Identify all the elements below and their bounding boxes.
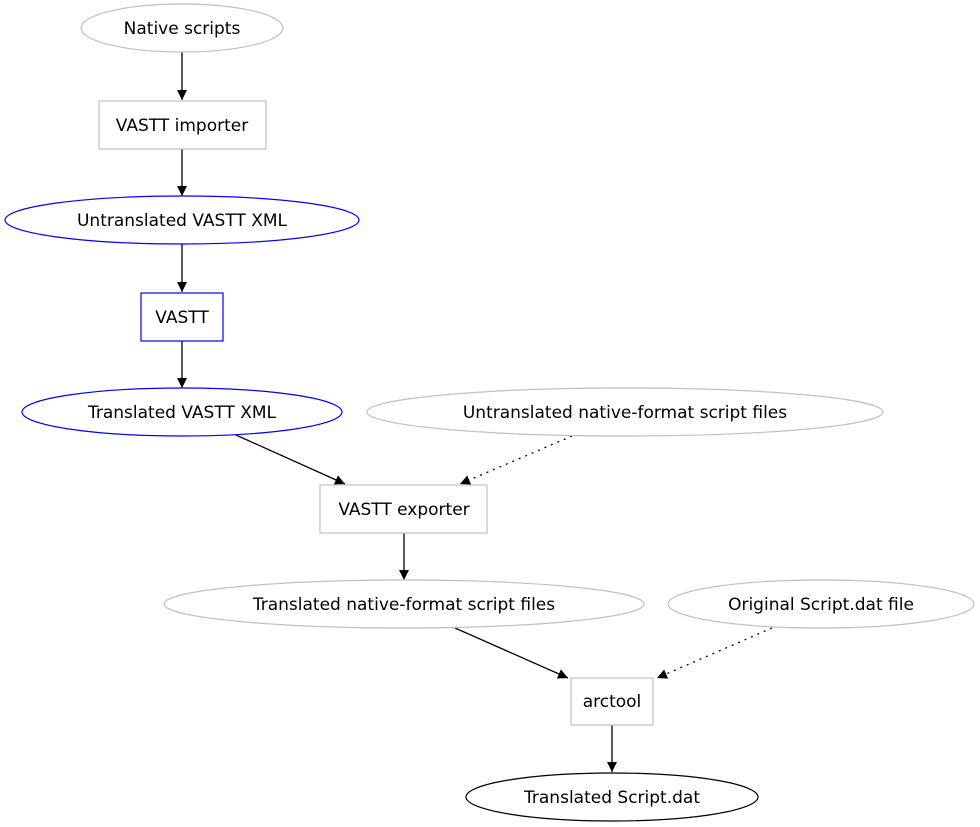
node-shape bbox=[319, 484, 488, 534]
node-translated-native-files: Translated native-format script files bbox=[163, 579, 645, 629]
edge-translated-native-to-arctool bbox=[454, 627, 569, 679]
node-label: VASTT bbox=[155, 308, 209, 328]
edge-original-dat-to-arctool bbox=[656, 627, 773, 679]
node-vastt: VASTT bbox=[140, 292, 224, 342]
node-shape bbox=[80, 3, 284, 53]
node-shape bbox=[465, 772, 759, 822]
node-label: Translated Script.dat bbox=[523, 788, 700, 808]
node-label: arctool bbox=[583, 692, 642, 712]
node-untranslated-native-files: Untranslated native-format script files bbox=[366, 387, 884, 437]
node-label: VASTT importer bbox=[116, 116, 248, 136]
node-shape bbox=[21, 387, 343, 437]
edge-translated-xml-to-exporter bbox=[235, 434, 346, 485]
node-shape bbox=[163, 579, 645, 629]
edge-untranslated-native-to-exporter bbox=[459, 435, 573, 485]
node-label: VASTT exporter bbox=[338, 500, 469, 520]
node-shape bbox=[667, 579, 975, 629]
node-vastt-exporter: VASTT exporter bbox=[319, 484, 488, 534]
node-label: Original Script.dat file bbox=[728, 595, 914, 615]
node-untranslated-vastt-xml: Untranslated VASTT XML bbox=[4, 195, 360, 245]
node-native-scripts: Native scripts bbox=[80, 3, 284, 53]
node-shape bbox=[4, 195, 360, 245]
node-label: Untranslated VASTT XML bbox=[77, 211, 288, 231]
node-shape bbox=[98, 100, 267, 150]
node-arctool: arctool bbox=[570, 677, 654, 726]
edges bbox=[177, 52, 773, 772]
node-translated-vastt-xml: Translated VASTT XML bbox=[21, 387, 343, 437]
node-label: Translated VASTT XML bbox=[87, 403, 277, 423]
node-shape bbox=[570, 677, 654, 726]
node-original-script-dat: Original Script.dat file bbox=[667, 579, 975, 629]
node-label: Untranslated native-format script files bbox=[463, 403, 787, 423]
node-label: Native scripts bbox=[124, 19, 241, 39]
node-shape bbox=[366, 387, 884, 437]
node-vastt-importer: VASTT importer bbox=[98, 100, 267, 150]
node-translated-script-dat: Translated Script.dat bbox=[465, 772, 759, 822]
node-label: Translated native-format script files bbox=[252, 595, 555, 615]
node-shape bbox=[140, 292, 224, 342]
